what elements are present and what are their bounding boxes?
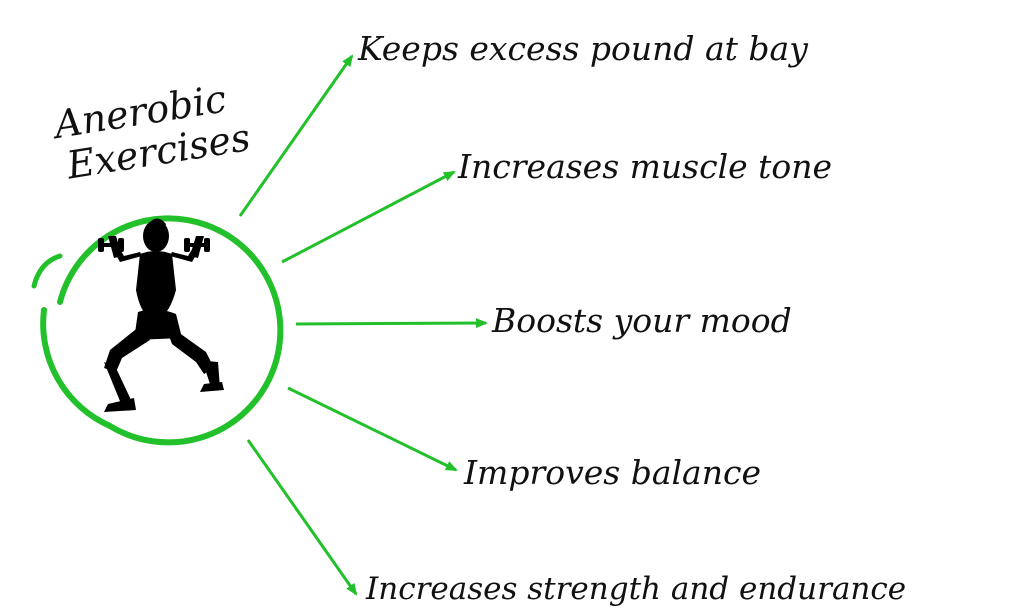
- benefit-label-1: Keeps excess pound at bay: [358, 29, 808, 68]
- arrows: [238, 54, 488, 596]
- benefit-label-4: Improves balance: [464, 453, 761, 492]
- hub-ring: [31, 215, 284, 446]
- arrow-4: [287, 386, 458, 472]
- arrow-3: [295, 318, 488, 329]
- benefit-label-3: Boosts your mood: [492, 301, 792, 340]
- arrow-1: [238, 54, 354, 217]
- woman-lunge-with-dumbbells-icon: [98, 218, 224, 412]
- benefit-label-2: Increases muscle tone: [458, 147, 833, 186]
- benefit-label-5: Increases strength and endurance: [366, 571, 907, 607]
- arrow-2: [281, 170, 456, 264]
- arrow-5: [246, 439, 358, 596]
